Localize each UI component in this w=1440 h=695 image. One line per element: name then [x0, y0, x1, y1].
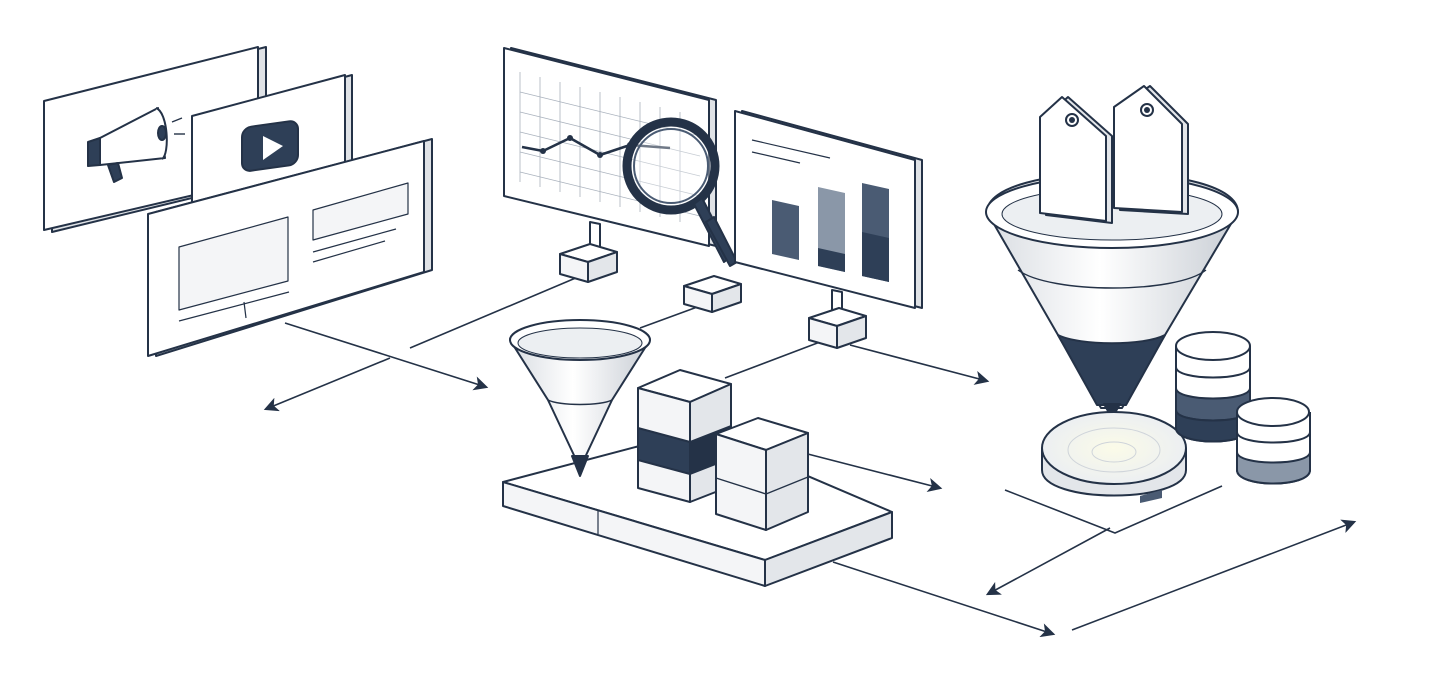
megaphone-icon — [87, 107, 185, 183]
connector-line — [409, 276, 579, 349]
arrow-icon — [832, 561, 1056, 638]
monitor-line-chart — [503, 47, 717, 249]
play-video-icon — [241, 120, 299, 172]
price-tag-icon — [1113, 85, 1189, 215]
node-cube — [559, 243, 618, 283]
arrow-icon — [985, 527, 1111, 596]
bar-chart-icon — [772, 183, 889, 282]
conversion-group — [985, 85, 1311, 503]
ad-panel-landing-page — [147, 138, 433, 357]
arrow-icon — [849, 344, 990, 385]
arrow-icon — [263, 357, 391, 412]
funnel-nozzle — [1103, 403, 1121, 419]
arrow-icon — [799, 451, 943, 492]
base-plate-outline — [1004, 485, 1223, 534]
data-block-short — [715, 417, 809, 531]
database-icon — [1236, 397, 1311, 485]
monitor-bar-chart — [734, 110, 923, 319]
node-cube — [808, 307, 867, 349]
flow-arrows — [263, 276, 1357, 638]
price-tag-icon — [1039, 96, 1113, 224]
target-disc — [1041, 411, 1187, 503]
database-icon — [1175, 331, 1251, 443]
arrow-icon — [284, 322, 489, 391]
connector-line — [639, 305, 701, 329]
analytics-monitors-group — [503, 47, 923, 349]
connector-line — [724, 341, 821, 379]
node-cube — [683, 275, 742, 313]
processing-platform-group — [502, 319, 893, 587]
media-channels-group — [43, 46, 433, 357]
funnel-icon — [509, 319, 651, 477]
arrow-icon — [1071, 519, 1357, 631]
data-block-tall — [637, 369, 732, 503]
magnifier-icon — [622, 117, 738, 267]
